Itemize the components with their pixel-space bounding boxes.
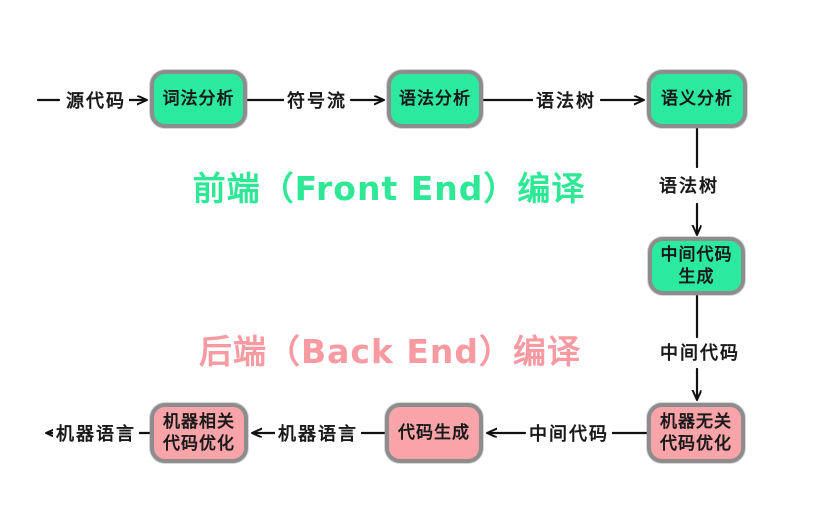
- edge-label-token-stream: 符号流: [284, 87, 350, 113]
- node-machine-independent-optimization-label: 机器无关 代码优化: [660, 411, 732, 454]
- edge-label-syntax-tree-top: 语法树: [533, 87, 599, 113]
- node-syntax-analysis: 语法分析: [387, 70, 483, 128]
- edge-label-syntax-tree-right: 语法树: [656, 172, 722, 198]
- edge-label-source-code: 源代码: [63, 87, 129, 113]
- node-lexical-analysis: 词法分析: [150, 70, 247, 128]
- node-semantic-analysis-label: 语义分析: [661, 88, 733, 109]
- edge-label-intermediate-code-bottom: 中间代码: [526, 420, 612, 446]
- node-machine-independent-optimization: 机器无关 代码优化: [647, 403, 745, 463]
- edge-label-machine-language-mid: 机器语言: [275, 420, 361, 446]
- node-syntax-analysis-label: 语法分析: [399, 88, 471, 109]
- node-machine-dependent-optimization: 机器相关 代码优化: [150, 403, 248, 463]
- node-code-generation-label: 代码生成: [398, 422, 470, 443]
- edge-label-intermediate-code-right: 中间代码: [657, 339, 743, 365]
- node-intermediate-code-generation: 中间代码 生成: [648, 237, 745, 295]
- edge-label-machine-language-out: 机器语言: [53, 420, 139, 446]
- back-end-section-title: 后端（Back End）编译: [198, 332, 582, 371]
- node-semantic-analysis: 语义分析: [647, 70, 747, 128]
- node-lexical-analysis-label: 词法分析: [162, 88, 235, 109]
- front-end-section-title: 前端（Front End）编译: [192, 169, 586, 208]
- node-code-generation: 代码生成: [385, 403, 483, 463]
- node-machine-dependent-optimization-label: 机器相关 代码优化: [163, 411, 235, 454]
- node-intermediate-code-generation-label: 中间代码 生成: [660, 244, 733, 287]
